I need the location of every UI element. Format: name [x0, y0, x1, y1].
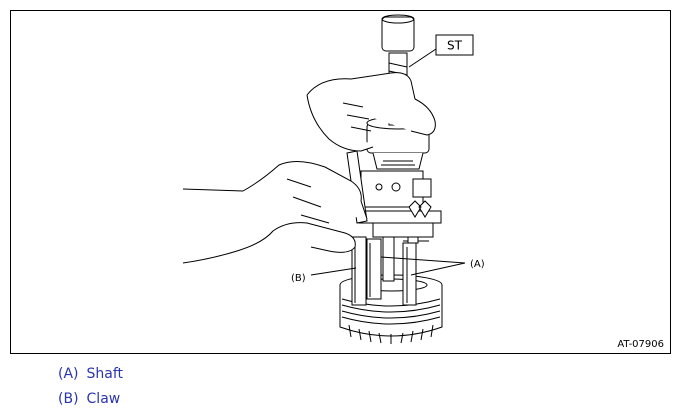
legend-label: Claw — [86, 391, 121, 407]
legend-code: (A) — [58, 366, 79, 382]
shaft-leader-lines — [380, 256, 466, 276]
claw-callout-label: (B) — [291, 273, 306, 284]
tool-leader-line — [408, 48, 437, 68]
legend-item-claw: (B) Claw — [58, 389, 123, 414]
legend-label: Shaft — [86, 366, 124, 382]
claw-leader-line — [310, 267, 357, 276]
figure-code: AT-07906 — [617, 339, 664, 350]
legend-item-shaft: (A) Shaft — [58, 364, 123, 389]
legend: (A) Shaft (B) Claw — [58, 364, 123, 414]
upper-hand — [306, 72, 436, 152]
tool-callout-label: ST — [447, 39, 463, 53]
legend-code: (B) — [58, 391, 79, 407]
tool-callout-box — [435, 34, 474, 56]
shaft-callout-label: (A) — [470, 259, 485, 270]
illustration-frame: ST (A) (B) AT-07906 — [10, 10, 671, 354]
lower-hand — [182, 161, 368, 264]
puller-illustration: ST (A) (B) — [182, 14, 485, 344]
claws — [351, 236, 382, 306]
